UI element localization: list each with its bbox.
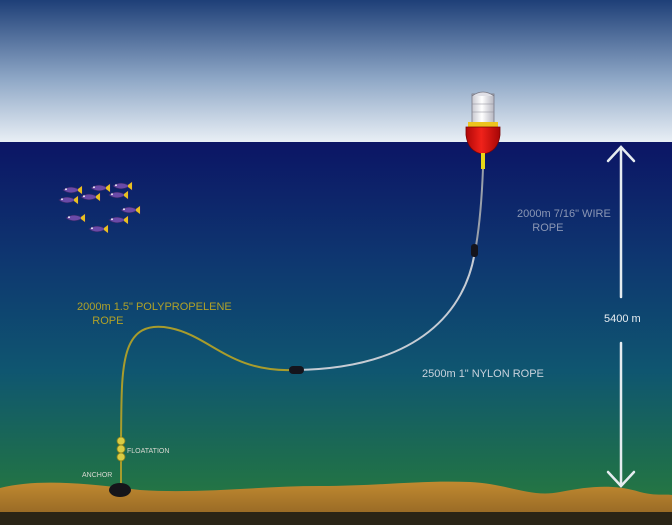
seafloor-base xyxy=(0,512,672,525)
depth-label: 5400 m xyxy=(604,313,641,325)
anchor-label: ANCHOR xyxy=(82,472,113,479)
polypropylene-rope xyxy=(120,325,293,486)
polypropylene-rope-label: 2000m 1.5" POLYPROPELENE ROPE xyxy=(77,301,232,327)
wire-connector xyxy=(471,244,478,257)
floatation-balls-icon xyxy=(116,436,126,462)
nylon-rope xyxy=(295,250,476,371)
wire-rope-label: 2000m 7/16" WIRE ROPE xyxy=(517,208,611,234)
surface-buoy-icon xyxy=(465,91,501,169)
sky xyxy=(0,0,672,143)
nylon-rope-label: 2500m 1" NYLON ROPE xyxy=(422,368,544,380)
ocean xyxy=(0,142,672,525)
anchor-weight-icon xyxy=(109,483,131,497)
double-arrow-icon xyxy=(606,145,636,488)
floatation-label: FLOATATION xyxy=(127,448,170,455)
nylon-connector xyxy=(289,366,304,374)
wire-rope-upper xyxy=(475,167,484,247)
